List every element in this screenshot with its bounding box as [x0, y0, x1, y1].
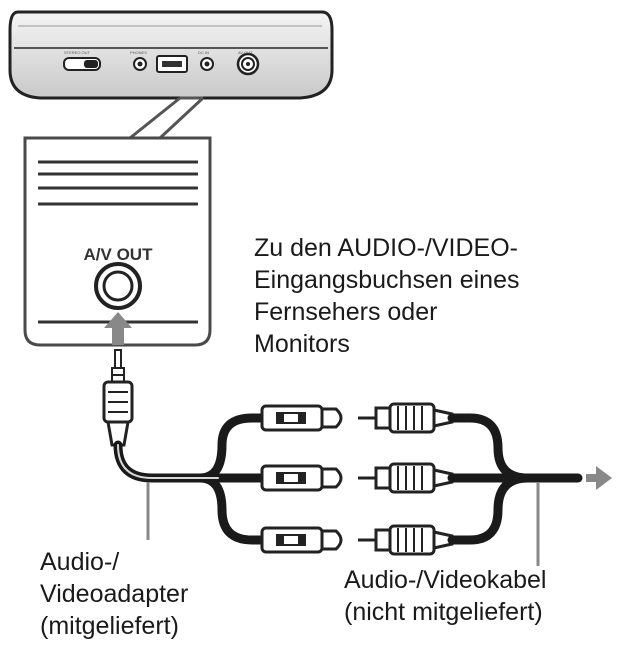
rca-socket-3-icon	[260, 526, 343, 554]
adapter-label: Audio-/ Videoadapter (mitgeliefert)	[40, 548, 188, 641]
destination-label: Zu den AUDIO-/VIDEO- Eingangsbuchsen ein…	[254, 234, 519, 359]
rca-plug-3-icon	[358, 524, 454, 556]
adapter-line: Videoadapter	[40, 580, 189, 608]
player-small-label: STEREO OUT	[64, 50, 91, 55]
av-out-label: A/V OUT	[84, 245, 154, 264]
rca-socket-2-icon	[260, 464, 343, 492]
insert-arrow-icon	[104, 312, 132, 345]
callout-connector	[129, 96, 205, 140]
player-small-label: DC IN	[198, 50, 209, 55]
rca-plug-1-icon	[358, 402, 454, 434]
cable-line: Audio-/Videokabel	[344, 566, 547, 594]
cable-line: (nicht mitgeliefert)	[344, 598, 543, 626]
adapter-cable	[113, 413, 269, 545]
player-small-label: PHONES	[130, 50, 147, 55]
destination-line: Zu den AUDIO-/VIDEO-	[254, 234, 518, 262]
av-cable	[447, 413, 583, 545]
dvd-player-icon	[8, 10, 334, 100]
direction-arrow-icon	[586, 466, 612, 490]
cable-label: Audio-/Videokabel (nicht mitgeliefert)	[344, 566, 546, 627]
player-small-label: AV OUT	[238, 50, 253, 55]
destination-line: Eingangsbuchsen eines	[254, 266, 520, 294]
rca-plug-2-icon	[358, 462, 454, 494]
av-out-panel: A/V OUT	[23, 136, 212, 347]
rca-socket-1-icon	[260, 404, 343, 432]
adapter-line: Audio-/	[40, 548, 120, 576]
destination-line: Fernsehers oder	[254, 298, 438, 326]
adapter-line: (mitgeliefert)	[40, 612, 179, 640]
adapter-plug-icon	[102, 349, 134, 447]
destination-line: Monitors	[254, 330, 350, 358]
